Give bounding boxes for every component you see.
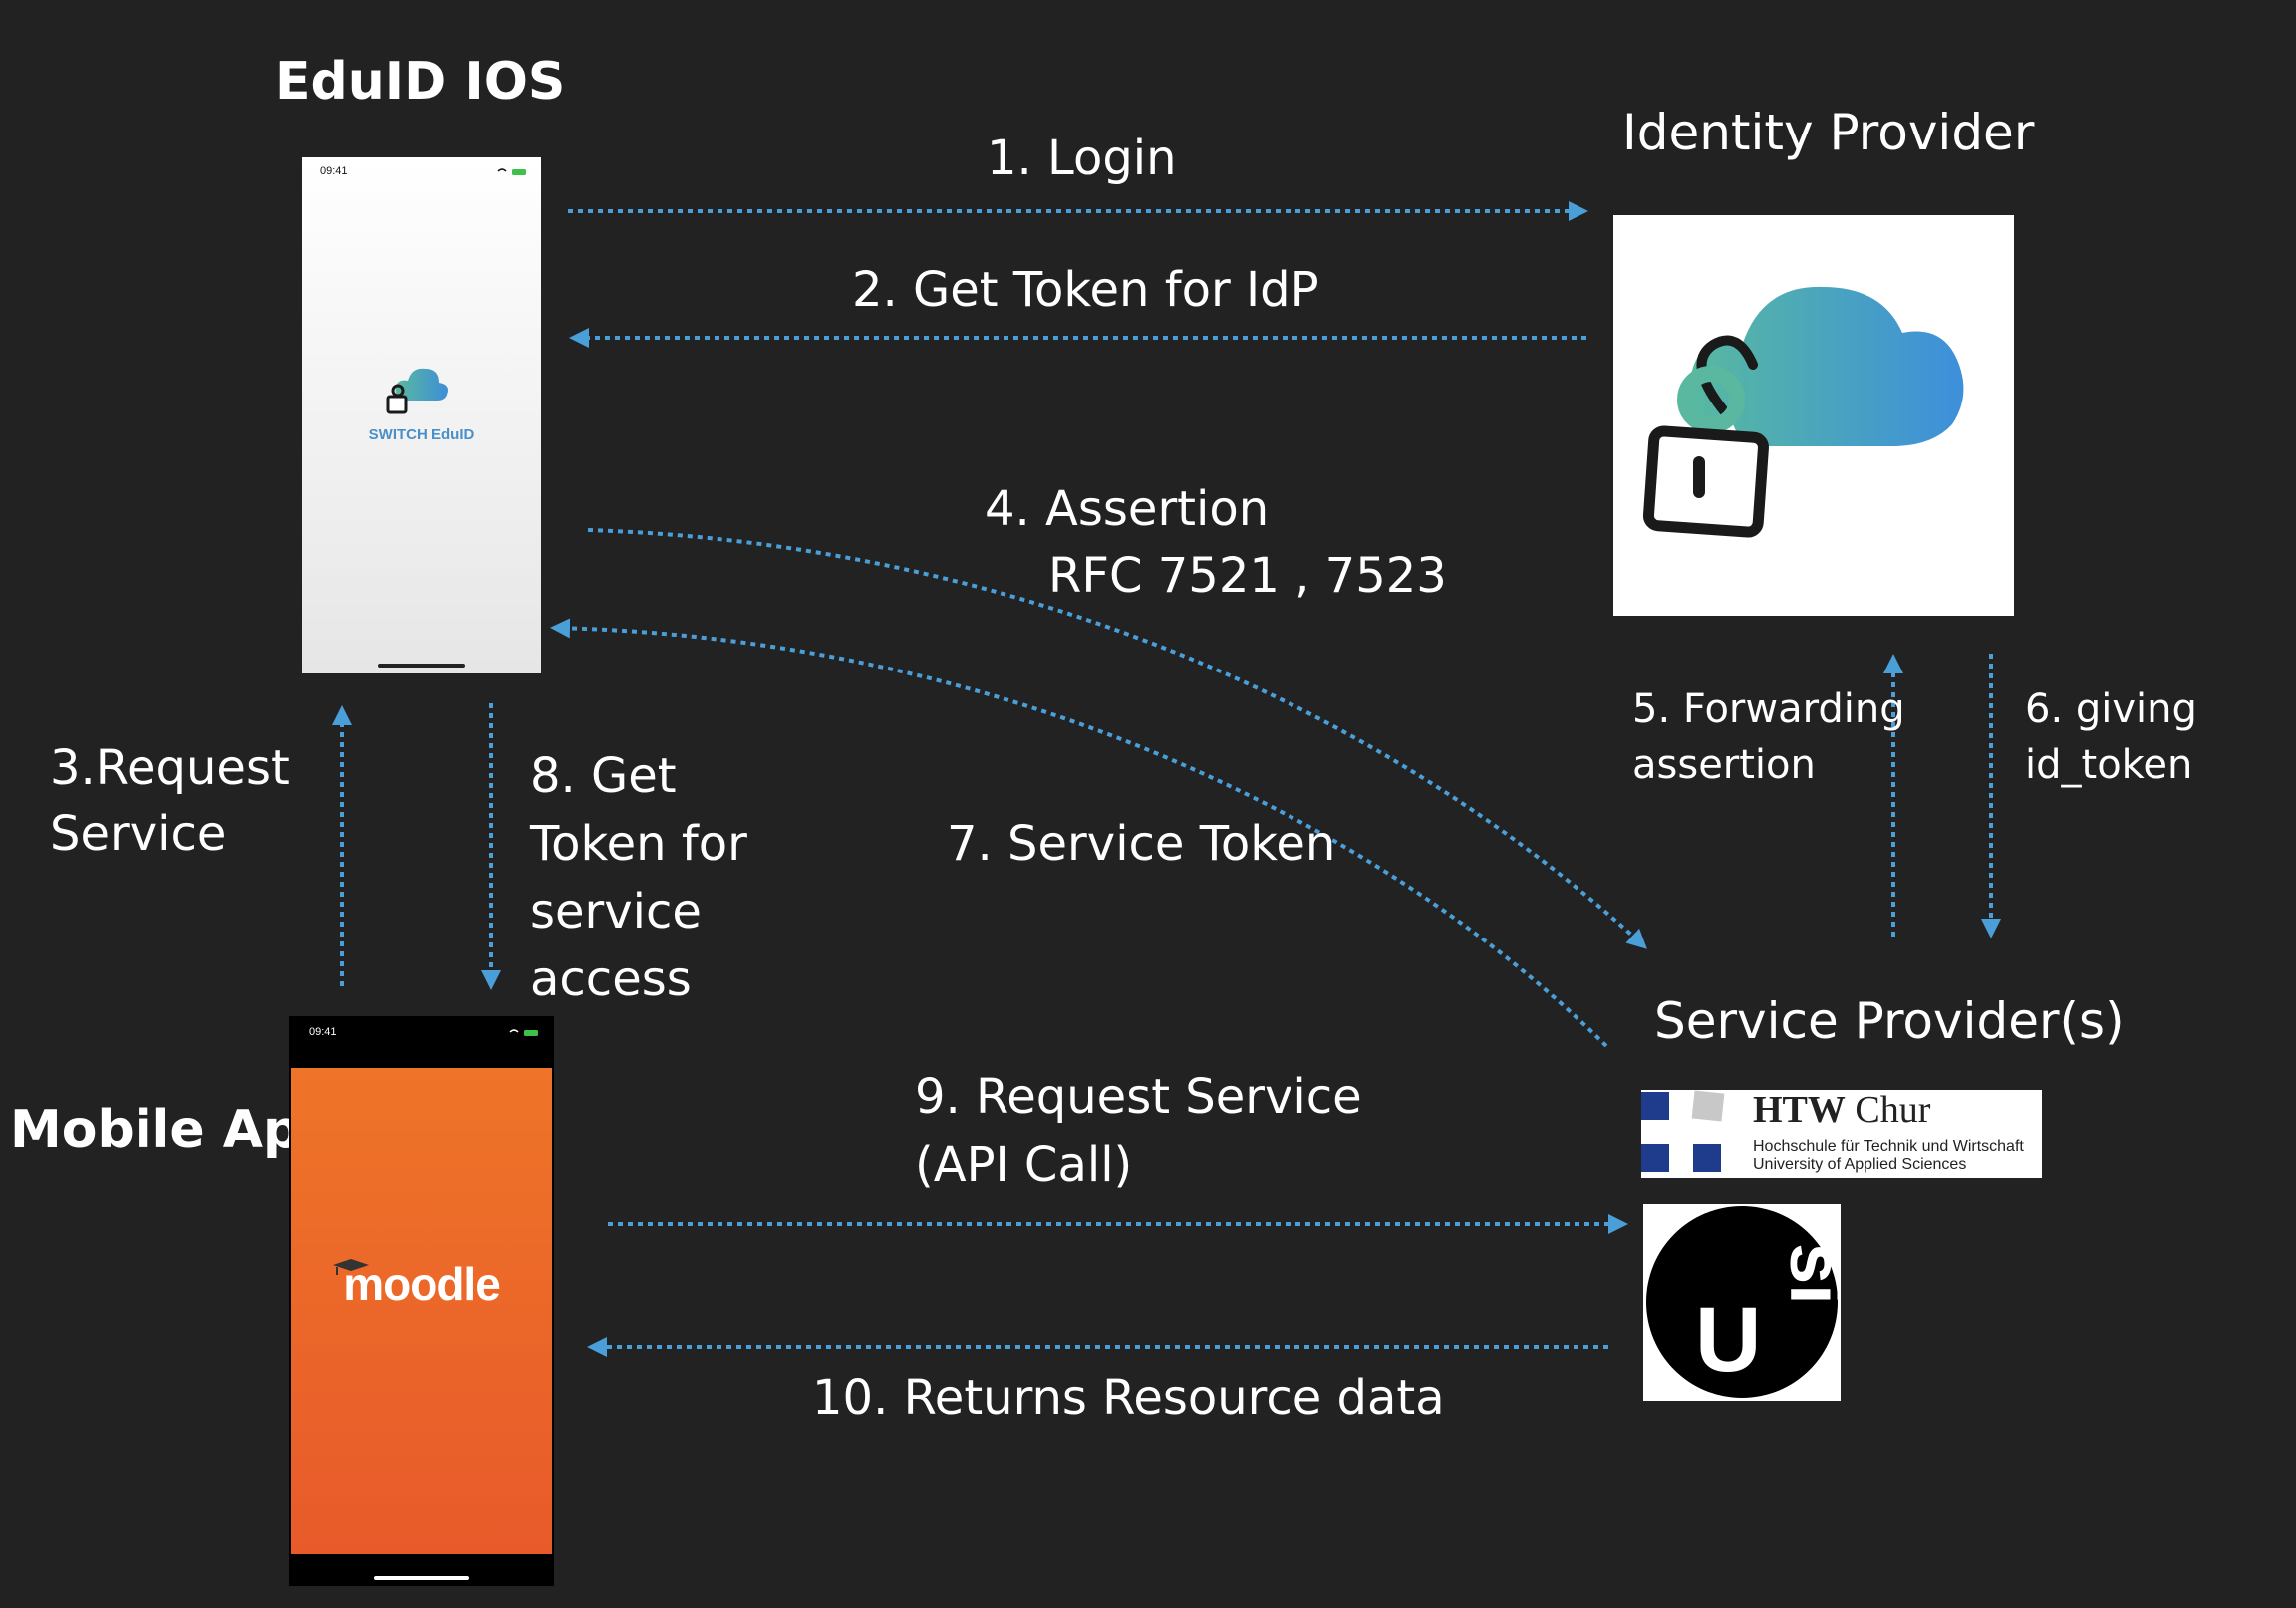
- step-8-label-line3: service: [530, 884, 702, 939]
- htw-chur-logo: HTW Chur Hochschule für Technik und Wirt…: [1641, 1088, 2042, 1178]
- step-4-label-line2: RFC 7521 , 7523: [1048, 548, 1447, 604]
- htw-cross-icon: [1641, 1090, 1725, 1172]
- moodle-splash: moodle: [291, 1068, 552, 1554]
- usi-si-letters: si: [1775, 1243, 1841, 1305]
- step-3-label-line2: Service: [50, 806, 227, 862]
- identity-provider-title: Identity Provider: [1622, 104, 2035, 161]
- htw-subtitle-2: University of Applied Sciences: [1753, 1156, 1967, 1173]
- home-indicator: [378, 664, 465, 668]
- service-provider-title: Service Provider(s): [1654, 992, 2125, 1050]
- graduation-cap-icon: [333, 1259, 369, 1275]
- usi-u-letter: U: [1695, 1289, 1761, 1391]
- htw-title: HTW Chur: [1753, 1088, 1930, 1132]
- step-3-label-line1: 3.Request: [50, 740, 290, 796]
- eduid-ios-title: EduID IOS: [275, 52, 566, 112]
- status-icons: [497, 168, 526, 175]
- status-icons: [509, 1029, 538, 1036]
- step-8-label-line4: access: [530, 951, 692, 1007]
- step-8-label-line2: Token for: [530, 816, 747, 872]
- step-9-label-line2: (API Call): [915, 1137, 1133, 1193]
- moodle-logo-text: moodle: [343, 1258, 501, 1310]
- step-5-label-line2: assertion: [1632, 742, 1816, 788]
- step-7-label: 7. Service Token: [947, 816, 1336, 872]
- htw-subtitle-1: Hochschule für Technik und Wirtschaft: [1753, 1138, 2024, 1155]
- status-time: 09:41: [320, 165, 348, 177]
- arrow-4-assertion: [587, 528, 1647, 949]
- eduid-cloud-lock-icon: [386, 368, 448, 414]
- htw-title-bold: HTW: [1753, 1089, 1846, 1131]
- moodle-phone-screen: 09:41 moodle: [289, 1016, 554, 1586]
- step-2-label: 2. Get Token for IdP: [852, 262, 1319, 318]
- usi-circle-icon: U si: [1646, 1206, 1858, 1398]
- eduid-phone-screen: 09:41 SWITCH EduID: [302, 157, 541, 673]
- step-10-label: 10. Returns Resource data: [812, 1370, 1445, 1426]
- mobile-app-title: Mobile App: [10, 1100, 338, 1160]
- step-1-label: 1. Login: [987, 131, 1177, 186]
- step-4-label-line1: 4. Assertion: [985, 481, 1270, 537]
- htw-title-rest: Chur: [1845, 1089, 1931, 1131]
- step-6-label-line2: id_token: [2025, 742, 2193, 788]
- cloud-lock-icon: [1642, 286, 1964, 538]
- identity-provider-logo: [1613, 215, 2014, 616]
- arrow-7-service-token: [550, 618, 1608, 1048]
- home-indicator: [374, 1576, 469, 1580]
- step-6-label-line1: 6. giving: [2025, 686, 2197, 732]
- step-5-label-line1: 5. Forwarding: [1632, 686, 1905, 732]
- step-8-label-line1: 8. Get: [530, 748, 677, 804]
- step-9-label-line1: 9. Request Service: [915, 1069, 1362, 1125]
- eduid-app-label: SWITCH EduID: [368, 426, 475, 443]
- usi-logo: U si: [1643, 1204, 1858, 1401]
- status-time: 09:41: [309, 1026, 337, 1038]
